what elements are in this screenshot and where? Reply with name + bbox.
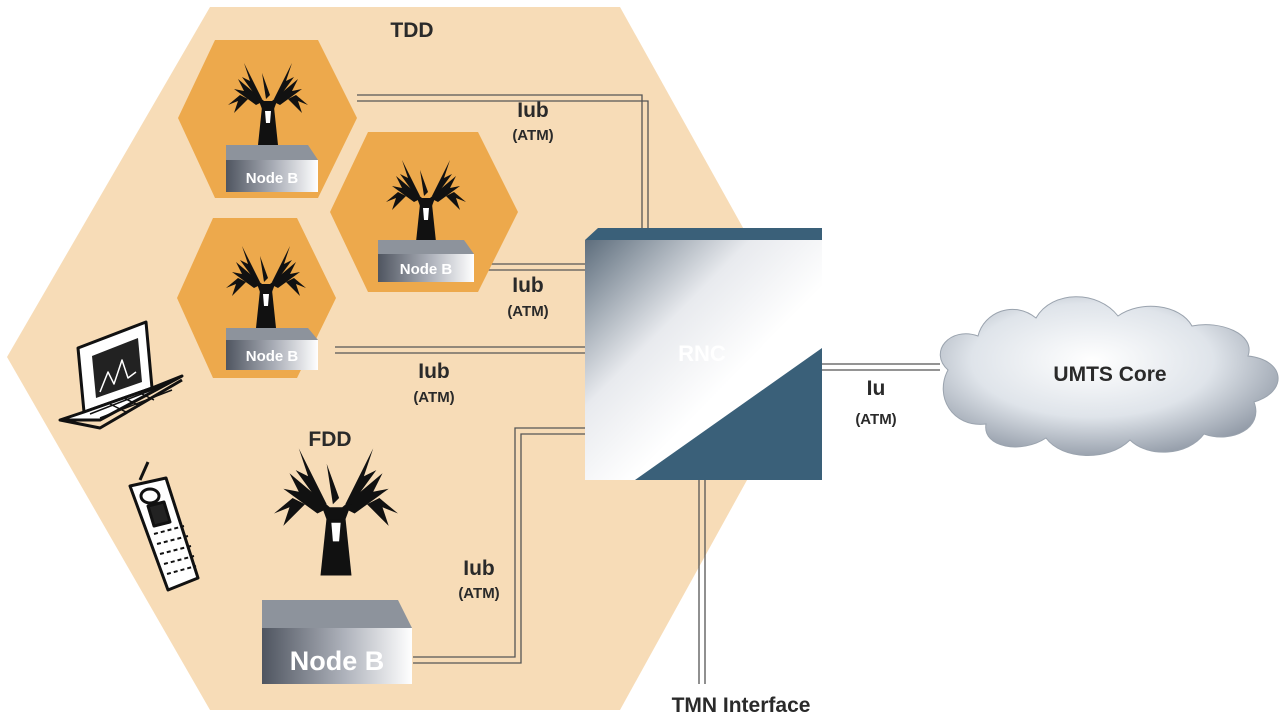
fdd-label: FDD [308,428,351,451]
node-b-fdd: Node B [262,448,412,684]
tdd-label: TDD [390,19,433,42]
link-protocol: (ATM) [855,411,896,428]
mobile-phone-icon [128,461,200,592]
link-name: Iu [867,377,886,400]
node-b-3: Node B [226,246,318,370]
iub-label-lower: Iub (ATM) [413,360,454,406]
link-protocol: (ATM) [458,585,499,602]
iu-link [822,363,940,371]
link-name: Iub [418,360,450,383]
iub-label-top: Iub (ATM) [512,99,553,144]
link-protocol: (ATM) [512,127,553,144]
link-protocol: (ATM) [413,389,454,406]
node-b-label: Node B [290,646,385,676]
iub-label-fdd: Iub (ATM) [458,557,499,602]
iub-label-middle: Iub (ATM) [507,274,548,320]
tmn-interface-label: TMN Interface [672,694,811,717]
rnc-box: RNC [585,228,822,480]
node-b-label: Node B [246,170,299,187]
node-b-label: Node B [400,261,453,278]
node-b-1: Node B [226,63,318,192]
tmn-link [698,480,706,684]
link-name: Iub [512,274,544,297]
link-name: Iub [463,557,495,580]
link-protocol: (ATM) [507,303,548,320]
iub-links [335,94,649,664]
node-b-label: Node B [246,348,299,365]
link-name: Iub [517,99,549,122]
laptop-icon [58,320,184,430]
umts-core-cloud: UMTS Core [939,296,1279,456]
node-b-2: Node B [378,160,474,282]
iu-label: Iu (ATM) [855,377,896,428]
umts-core-label: UMTS Core [1053,363,1166,386]
rnc-label: RNC [678,341,726,366]
